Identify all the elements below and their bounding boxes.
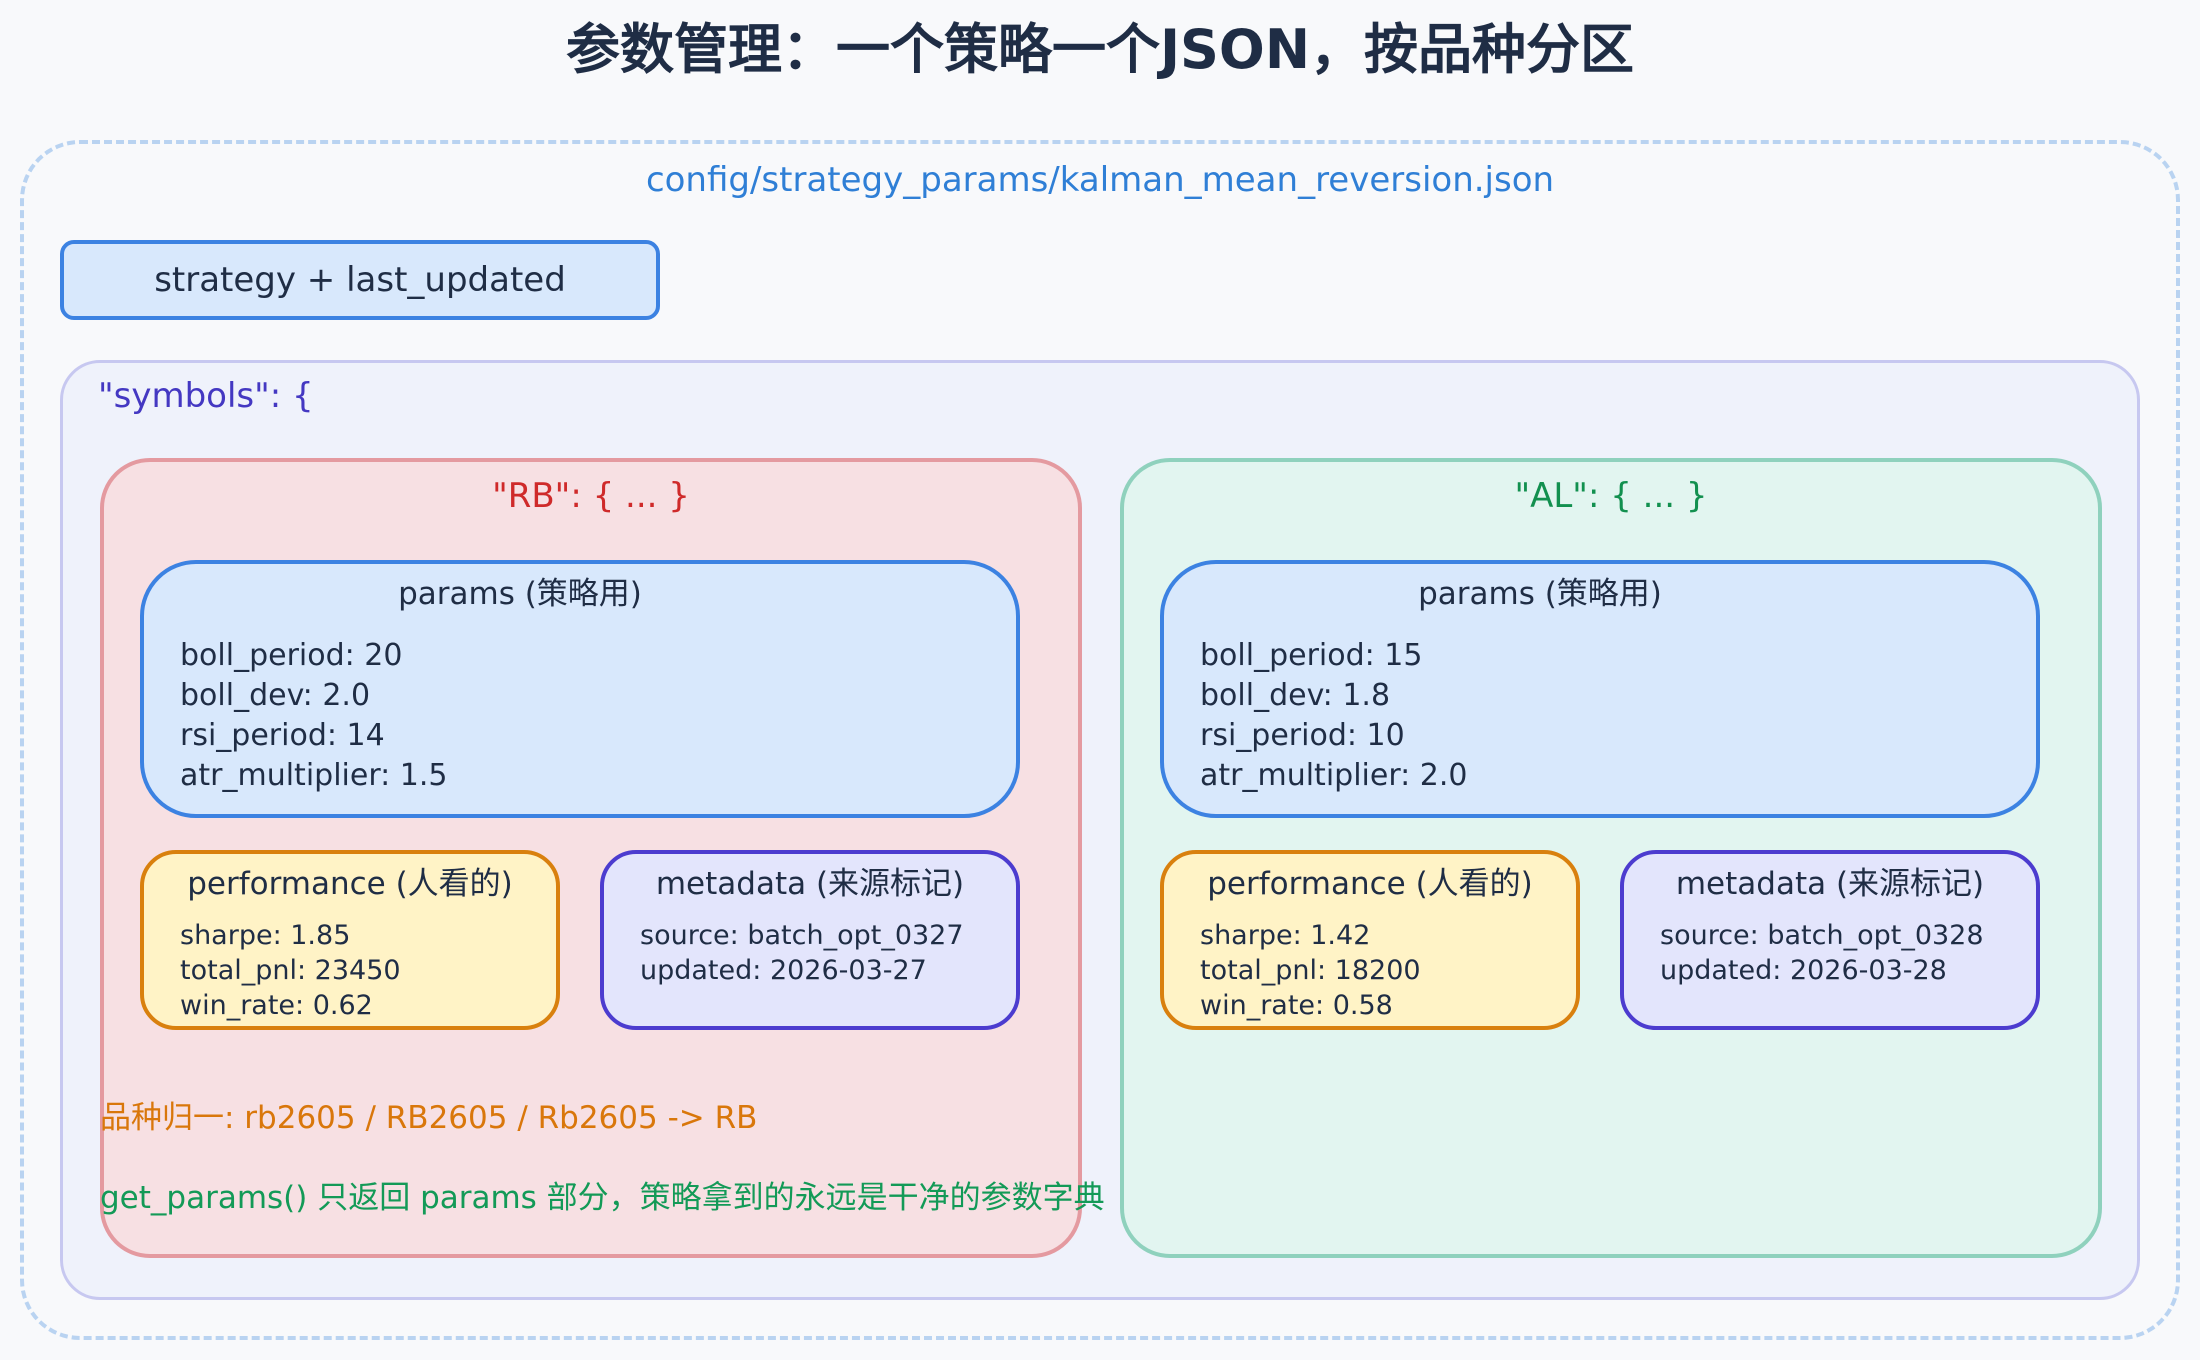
params-box-rb <box>140 560 1020 818</box>
param-line: boll_dev: 2.0 <box>180 678 371 713</box>
metadata-box-rb <box>600 850 1020 1030</box>
performance-box-al <box>1160 850 1580 1030</box>
param-line: boll_period: 15 <box>1200 638 1423 673</box>
strategy-meta-box: strategy + last_updated <box>60 240 660 320</box>
params-heading-al: params (策略用) <box>1418 576 1662 612</box>
performance-line: sharpe: 1.42 <box>1200 920 1371 951</box>
diagram-title: 参数管理：一个策略一个JSON，按品种分区 <box>565 18 1635 81</box>
param-line: boll_period: 20 <box>180 638 403 673</box>
metadata-line: updated: 2026-03-28 <box>1660 955 1947 986</box>
param-line: boll_dev: 1.8 <box>1200 678 1391 713</box>
metadata-heading-rb: metadata (来源标记) <box>655 866 965 902</box>
performance-heading-rb: performance (人看的) <box>187 866 513 902</box>
performance-line: total_pnl: 18200 <box>1200 955 1421 986</box>
symbol-normalize-note: 品种归一: rb2605 / RB2605 / Rb2605 -> RB <box>100 1100 758 1136</box>
performance-box-rb <box>140 850 560 1030</box>
metadata-box-al <box>1620 850 2040 1030</box>
params-heading-rb: params (策略用) <box>398 576 642 612</box>
get-params-note: get_params() 只返回 params 部分，策略拿到的永远是干净的参数… <box>100 1180 1105 1216</box>
param-line: atr_multiplier: 2.0 <box>1200 758 1468 793</box>
metadata-line: source: batch_opt_0328 <box>1660 920 1984 951</box>
file-path-label: config/strategy_params/kalman_mean_rever… <box>645 160 1555 200</box>
symbols-label: "symbols": { <box>98 376 314 416</box>
metadata-heading-al: metadata (来源标记) <box>1675 866 1985 902</box>
param-line: rsi_period: 10 <box>1200 718 1405 753</box>
symbol-title-al: "AL": { ... } <box>1514 476 1708 516</box>
params-box-al <box>1160 560 2040 818</box>
param-line: atr_multiplier: 1.5 <box>180 758 448 793</box>
metadata-line: source: batch_opt_0327 <box>640 920 964 951</box>
performance-line: sharpe: 1.85 <box>180 920 351 951</box>
performance-line: win_rate: 0.62 <box>180 990 373 1021</box>
param-line: rsi_period: 14 <box>180 718 385 753</box>
performance-line: win_rate: 0.58 <box>1200 990 1393 1021</box>
performance-heading-al: performance (人看的) <box>1207 866 1533 902</box>
symbol-title-rb: "RB": { ... } <box>492 476 690 516</box>
metadata-line: updated: 2026-03-27 <box>640 955 927 986</box>
performance-line: total_pnl: 23450 <box>180 955 401 986</box>
